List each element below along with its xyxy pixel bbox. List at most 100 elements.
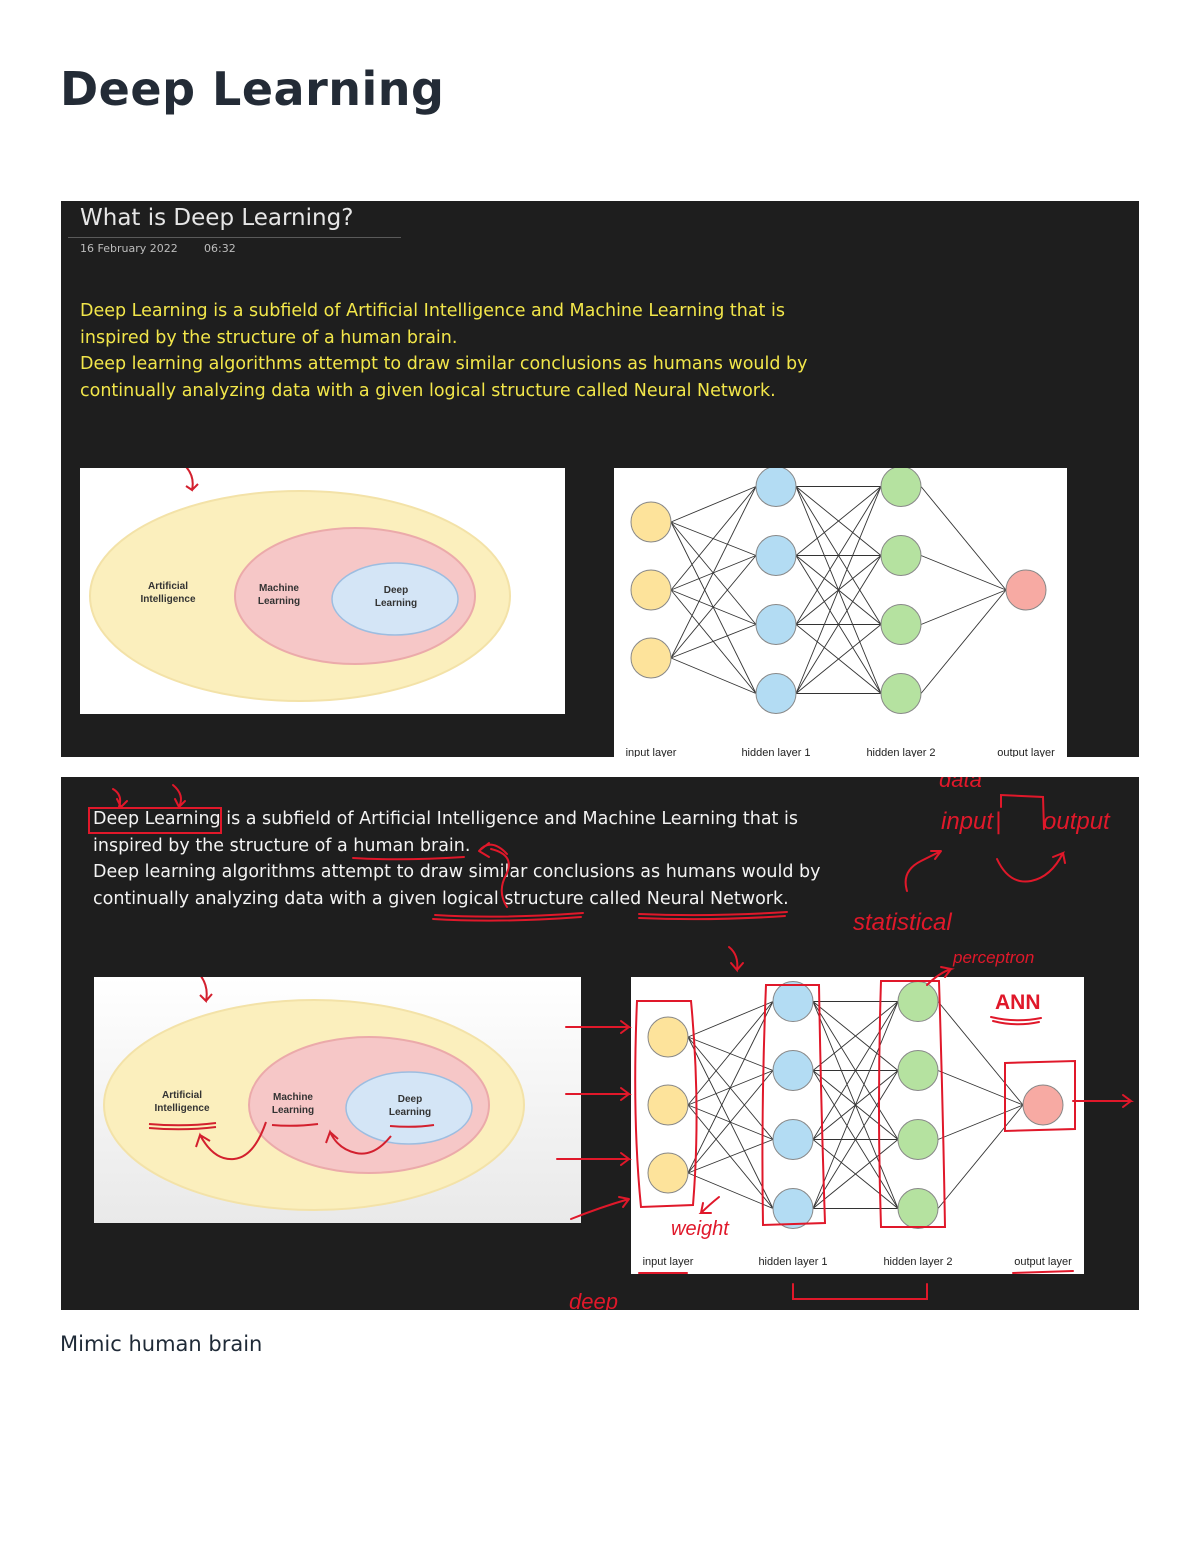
page-title: Deep Learning [60, 62, 445, 116]
ink-text-statistical: statistical [853, 909, 952, 936]
network-edge [670, 624, 757, 659]
network-node [755, 673, 797, 714]
ink-text-output: output [1043, 808, 1111, 835]
ink-text-data: data [939, 777, 982, 792]
network-layer-label: input layer [626, 747, 677, 757]
note-title: What is Deep Learning? [80, 205, 354, 231]
caption-mimic-human-brain: Mimic human brain [60, 1332, 263, 1356]
network-edge [920, 589, 1007, 694]
network-node [647, 1016, 689, 1058]
definition-line: Deep Learning is a subfield of Artificia… [80, 301, 785, 321]
network-node [772, 1119, 814, 1160]
network-edge [670, 486, 757, 523]
network-node [772, 1188, 814, 1229]
network-edge [920, 486, 1007, 591]
svg-text:Machine: Machine [273, 1092, 313, 1103]
network-edge [937, 1104, 1024, 1140]
network-node [630, 637, 672, 679]
venn-diagram-annotated-svg: Artificial Intelligence Machine Learning… [94, 966, 581, 1223]
ink-underline-human-brain [352, 856, 465, 861]
ink-text-deep: deep [569, 1289, 618, 1310]
network-node [897, 1119, 939, 1160]
note-screenshot-2-annotated: Deep Learning is a subfield of Artificia… [61, 777, 1139, 1310]
definition-line: Deep Learning is a subfield of Artificia… [93, 809, 798, 829]
network-node [1022, 1084, 1064, 1126]
network-layer-label: output layer [997, 747, 1055, 757]
network-edge [812, 1070, 899, 1209]
definition-line: inspired by the structure of a human bra… [93, 835, 471, 856]
definition-paragraph: Deep Learning is a subfield of Artificia… [80, 298, 808, 404]
network-edge [687, 1139, 774, 1174]
venn-arrow-annotation [177, 459, 199, 492]
definition-line: inspired by the structure of a human bra… [80, 327, 458, 348]
note-screenshot-1: What is Deep Learning? 16 February 2022 … [61, 201, 1139, 757]
ink-box-deep-learning [88, 807, 222, 834]
network-node [880, 604, 922, 645]
definition-line: Deep learning algorithms attempt to draw… [93, 862, 821, 882]
venn-label-dl-1: Deep [384, 585, 408, 596]
definition-line: continually analyzing data with a given … [93, 888, 789, 909]
network-node [897, 1188, 939, 1229]
venn-diagram-annotated: Artificial Intelligence Machine Learning… [94, 966, 581, 1223]
network-edge [670, 589, 757, 694]
definition-line: Deep learning algorithms attempt to draw… [80, 354, 808, 374]
ink-text-separator: | [995, 808, 1001, 835]
network-edge [795, 486, 882, 694]
svg-text:Artificial: Artificial [162, 1090, 202, 1101]
network-edge [670, 657, 757, 694]
svg-text:Learning: Learning [389, 1107, 431, 1118]
ink-text-input: input [941, 808, 994, 835]
venn-label-ml-1: Machine [259, 583, 299, 594]
network-node [880, 673, 922, 714]
network-edge [687, 1172, 774, 1209]
network-edge [937, 1070, 1024, 1106]
network-edge [670, 521, 757, 694]
venn-diagram-svg: Artificial Intelligence Machine Learning… [89, 459, 511, 702]
network-edge [812, 1001, 899, 1209]
network-edge [670, 555, 757, 659]
network-edge [687, 1001, 774, 1038]
ink-box-output-layer [1004, 1059, 1076, 1133]
network-edge [812, 1001, 899, 1140]
network-node [772, 1050, 814, 1091]
network-node [755, 535, 797, 576]
network-node [755, 466, 797, 507]
network-node [630, 501, 672, 543]
venn-dl-ellipse [331, 562, 459, 636]
network-edge [795, 486, 882, 556]
note-date: 16 February 2022 [80, 242, 178, 255]
ink-underline-neural-network [638, 911, 788, 917]
network-edge [687, 1001, 774, 1106]
network-edge [795, 486, 882, 625]
network-node [880, 466, 922, 507]
network-node [755, 604, 797, 645]
network-layer-label: hidden layer 1 [741, 747, 810, 757]
ink-annotations-layer: data input | output statistical perceptr… [88, 777, 1134, 1310]
network-edge [937, 1104, 1024, 1209]
network-node [772, 981, 814, 1022]
ink-text-weight: weight [671, 1218, 730, 1240]
venn-label-ai-2: Intelligence [140, 594, 195, 605]
network-edge [687, 1001, 774, 1174]
network-edge [795, 555, 882, 694]
svg-text:Learning: Learning [272, 1105, 314, 1116]
ink-box-input-layer [634, 1000, 698, 1209]
network-edge [812, 1001, 899, 1071]
network-edge [670, 486, 757, 591]
network-edge [687, 1104, 774, 1209]
network-edge [687, 1036, 774, 1209]
network-node [897, 1050, 939, 1091]
network-layer-label: input layer [643, 1256, 694, 1268]
venn-ink-annotations [148, 966, 435, 1161]
svg-text:Deep: Deep [398, 1094, 422, 1105]
venn-label-ml-2: Learning [258, 596, 300, 607]
network-node [647, 1084, 689, 1126]
venn-diagram: Artificial Intelligence Machine Learning… [80, 459, 565, 714]
ink-text-ann: ANN [995, 991, 1041, 1014]
network-edge [795, 624, 882, 694]
definition-line: continually analyzing data with a given … [80, 380, 776, 401]
